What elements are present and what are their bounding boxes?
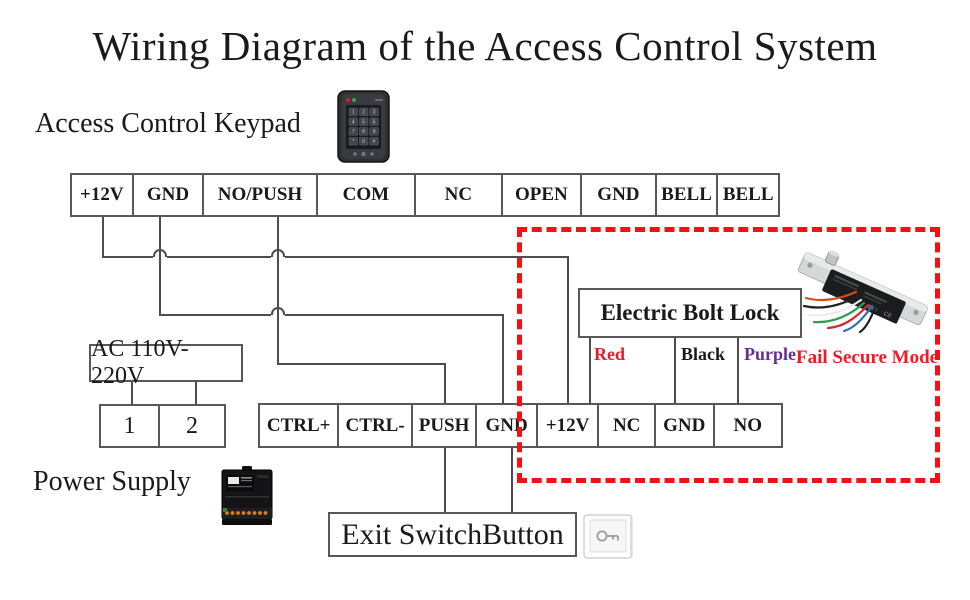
- terminal-cell: PUSH: [413, 405, 478, 446]
- svg-text:3: 3: [373, 110, 376, 116]
- ac-input-box: AC 110V-220V: [89, 336, 243, 389]
- terminal-cell: CTRL+: [260, 405, 340, 446]
- wire-12v-run: [102, 256, 569, 258]
- svg-text:6: 6: [373, 119, 376, 125]
- exit-switch-box: Exit SwitchButton: [328, 512, 577, 557]
- power-supply-image: [221, 466, 273, 532]
- bolt-lock-box: Electric Bolt Lock: [578, 288, 802, 338]
- terminal-cell: GND: [134, 175, 205, 215]
- wire-keypad-nopush: [277, 217, 279, 363]
- controller-terminal-row: CTRL+ CTRL- PUSH GND +12V NC GND NO: [258, 403, 783, 448]
- terminal-cell: +12V: [538, 405, 600, 446]
- svg-text:4: 4: [352, 119, 355, 125]
- svg-text:7: 7: [352, 129, 355, 135]
- exit-button-image: [583, 514, 634, 564]
- wire-ac-2: [195, 382, 197, 404]
- terminal-cell: GND: [582, 175, 657, 215]
- wire-exit-push: [444, 448, 446, 512]
- wire-hop: [271, 249, 285, 257]
- wire-nopush-run: [277, 363, 446, 365]
- svg-text:*: *: [352, 139, 354, 145]
- keypad-image: 1 2 3 4 5 6 7 8 9 * 0 #: [337, 90, 390, 168]
- terminal-cell: +12V: [72, 175, 134, 215]
- svg-text:2: 2: [362, 110, 365, 116]
- terminal-cell: GND: [656, 405, 715, 446]
- bolt-lock-image: CE: [797, 240, 943, 345]
- svg-text:5: 5: [362, 119, 365, 125]
- keypad-terminal-row: +12V GND NO/PUSH COM NC OPEN GND BELL BE…: [70, 173, 780, 217]
- wire-push-drop: [444, 363, 446, 403]
- fail-secure-mode-label: Fail Secure Mode: [796, 347, 939, 368]
- wire-hop: [153, 249, 167, 257]
- terminal-cell: GND: [477, 405, 538, 446]
- purple-wire-label: Purple: [744, 344, 796, 364]
- terminal-cell: BELL: [722, 184, 774, 205]
- page-title: Wiring Diagram of the Access Control Sys…: [92, 23, 878, 69]
- wire-bolt-purple: [737, 338, 739, 403]
- power-supply-label: Power Supply: [33, 466, 191, 497]
- power-input-row: 1 2: [99, 404, 226, 448]
- svg-text:CE: CE: [882, 311, 892, 320]
- svg-text:#: #: [373, 139, 376, 145]
- terminal-cell: NO: [733, 414, 762, 436]
- terminal-cell: NO/PUSH: [204, 175, 318, 215]
- red-wire-label: Red: [594, 344, 625, 364]
- black-wire-label: Black: [681, 344, 726, 364]
- wire-bolt-red: [589, 338, 591, 403]
- wire-keypad-gnd: [159, 217, 161, 314]
- wire-bolt-black: [674, 338, 676, 403]
- wire-12v-drop: [567, 256, 569, 403]
- svg-text:8: 8: [362, 129, 365, 135]
- terminal-cell: NC: [416, 175, 503, 215]
- wire-ac-1: [131, 382, 133, 404]
- wire-gnd-run: [159, 314, 504, 316]
- terminal-cell: OPEN: [503, 175, 583, 215]
- terminal-cell: COM: [318, 175, 417, 215]
- wire-keypad-12v: [102, 217, 104, 256]
- wire-gnd-drop: [502, 314, 504, 403]
- svg-text:0: 0: [362, 139, 365, 145]
- terminal-cell: CTRL-: [339, 405, 413, 446]
- terminal-cell: BELL: [657, 175, 719, 215]
- terminal-cell: 2: [186, 412, 199, 439]
- svg-text:9: 9: [373, 129, 376, 135]
- wire-exit-gnd: [511, 448, 513, 512]
- svg-text:1: 1: [352, 110, 355, 116]
- terminal-cell: 1: [101, 406, 161, 446]
- wire-hop: [271, 307, 285, 315]
- keypad-label: Access Control Keypad: [35, 108, 301, 139]
- terminal-cell: NC: [599, 405, 656, 446]
